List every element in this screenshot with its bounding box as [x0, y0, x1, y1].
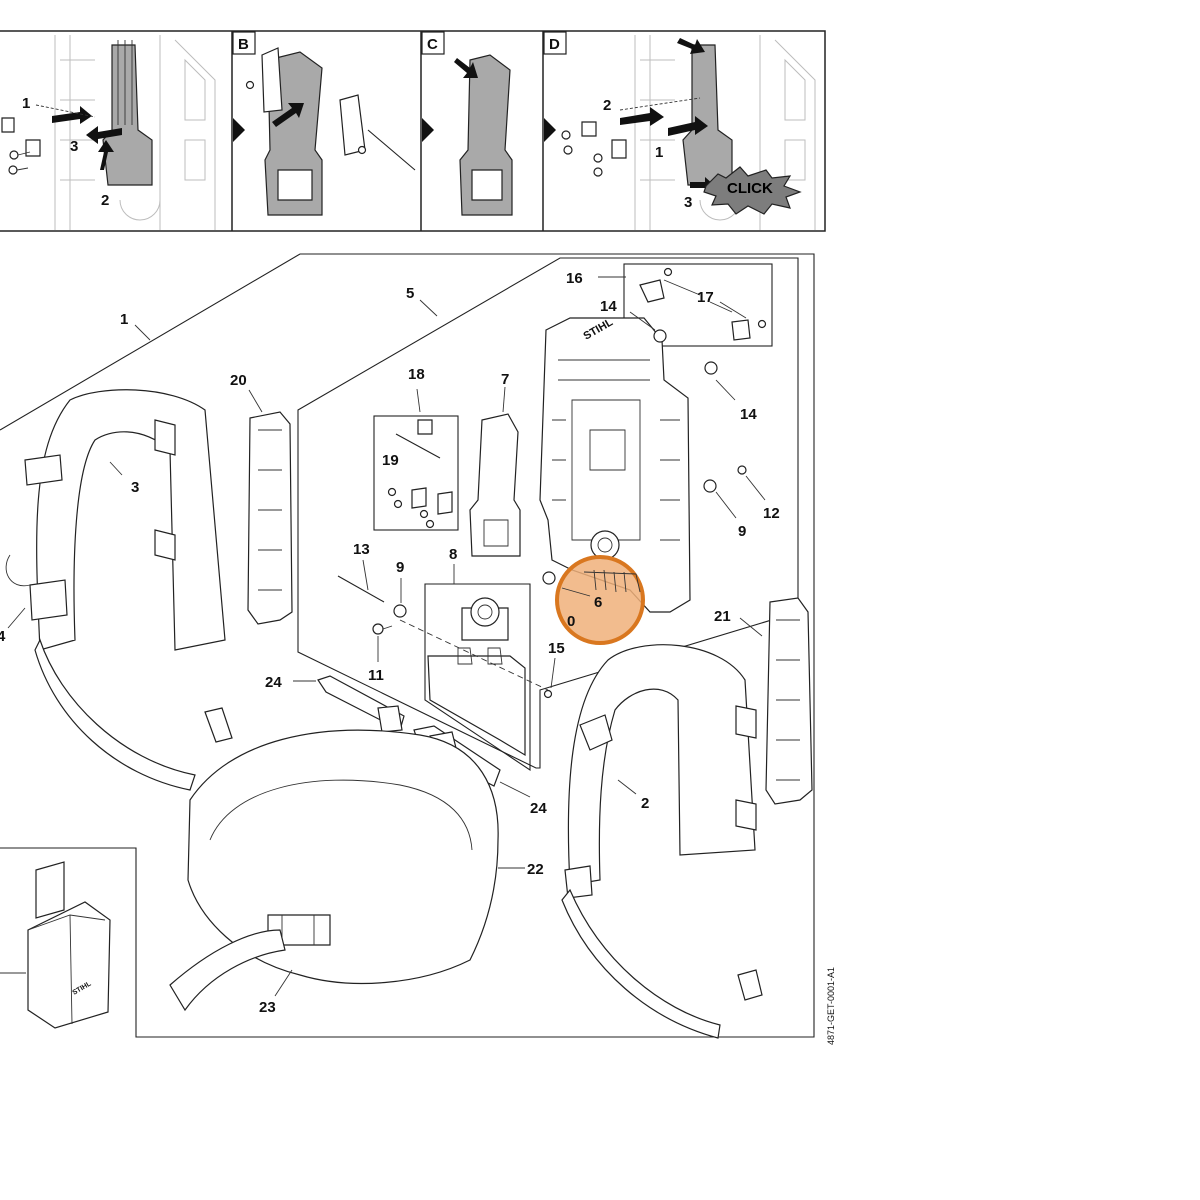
- insert-arrow: [272, 103, 304, 127]
- press-arrow: [677, 38, 705, 54]
- hip-belt: [169, 729, 499, 1012]
- clip: [543, 689, 553, 699]
- document-id: 4871-GET-0001-A1: [826, 967, 836, 1045]
- side-pad-left: [247, 411, 293, 625]
- hinge-plate: [427, 597, 526, 757]
- part-label-18: 18: [408, 366, 425, 383]
- step-arrow: [544, 118, 556, 142]
- part-label-10: 0: [567, 613, 575, 630]
- part-label-3: 3: [131, 479, 139, 496]
- tool-pouch: STIHL: [27, 861, 111, 1029]
- highlight-circle: [555, 555, 645, 645]
- part-label-13: 13: [353, 541, 370, 558]
- part-label-9-left: 9: [396, 559, 404, 576]
- part-label-14-right: 14: [740, 406, 757, 423]
- instruction-strip: 1 3 2 B C D: [0, 30, 826, 232]
- screw-kit-box: [623, 263, 773, 347]
- nut: [737, 465, 747, 475]
- grommet: [653, 329, 667, 343]
- callout-a-3: 3: [70, 138, 78, 155]
- left-shoulder-strap: [5, 389, 233, 791]
- step-panel-b: B: [232, 31, 416, 216]
- part-label-2: 2: [641, 795, 649, 812]
- pin-kit-box: [373, 415, 459, 531]
- panel-letter-c: C: [427, 36, 438, 53]
- screw-head: [372, 623, 384, 635]
- lever-bracket: [469, 413, 521, 557]
- part-label-8: 8: [449, 546, 457, 563]
- washer: [393, 604, 407, 618]
- pin-kit-parts: [387, 419, 453, 529]
- part-label-14-top: 14: [600, 298, 617, 315]
- leader-lines: [0, 276, 766, 997]
- callout-d-3: 3: [684, 194, 692, 211]
- washer: [703, 479, 717, 493]
- part-label-17: 17: [697, 289, 714, 306]
- back-plate: STIHL: [539, 316, 691, 613]
- assembly-boundary: [0, 253, 815, 1038]
- panel-letter-d: D: [549, 36, 560, 53]
- step-panel-c: C: [421, 31, 513, 216]
- press-arrow: [454, 58, 478, 78]
- screw-group: [561, 121, 627, 177]
- step-arrow: [233, 118, 245, 142]
- part-label-21: 21: [714, 608, 731, 625]
- screw-group: [1, 117, 41, 175]
- step-panel-d: D CLICK 2 1 3: [543, 31, 816, 230]
- part-label-24-left: 24: [265, 674, 282, 691]
- part-label-22: 22: [527, 861, 544, 878]
- grommet: [704, 361, 718, 375]
- carrier-plate-group-frame: [297, 257, 799, 769]
- callout-d-1: 1: [655, 144, 663, 161]
- hinge-plate-frame: [424, 583, 531, 772]
- part-label-9-right: 9: [738, 523, 746, 540]
- click-starburst: [703, 166, 802, 215]
- click-label: CLICK: [727, 180, 773, 197]
- part-label-24-bottom: 24: [530, 800, 547, 817]
- panel-letter-b: B: [238, 36, 249, 53]
- long-bolt: [337, 575, 385, 603]
- side-pad-right: [765, 597, 813, 805]
- highlight-marker: 6 0: [555, 555, 645, 645]
- part-label-19: 19: [382, 452, 399, 469]
- callout-d-2: 2: [603, 97, 611, 114]
- part-label-5: 5: [406, 285, 414, 302]
- main-exploded-view: STIHL: [0, 253, 836, 1045]
- part-label-20: 20: [230, 372, 247, 389]
- part-label-15: 15: [548, 640, 565, 657]
- up-arrow: [98, 140, 114, 170]
- push-arrow: [52, 106, 92, 124]
- washer: [542, 571, 556, 585]
- callout-a-2: 2: [101, 192, 109, 209]
- step-arrow: [422, 118, 434, 142]
- part-label-11: 11: [368, 667, 384, 684]
- part-label-7: 7: [501, 371, 509, 388]
- part-label-12: 12: [763, 505, 780, 522]
- part-label-1: 1: [120, 311, 128, 328]
- part-label-4: 4: [0, 628, 6, 645]
- push-arrow: [86, 126, 122, 144]
- screw-kit-parts: [639, 267, 767, 341]
- step-panel-a: 1 3 2: [1, 35, 216, 230]
- part-label-16: 16: [566, 270, 583, 287]
- part-label-23: 23: [259, 999, 276, 1016]
- right-shoulder-strap: [561, 644, 763, 1039]
- push-arrow: [668, 116, 708, 136]
- callout-a-1: 1: [22, 95, 30, 112]
- push-arrow: [620, 107, 664, 126]
- part-label-6: 6: [594, 594, 602, 611]
